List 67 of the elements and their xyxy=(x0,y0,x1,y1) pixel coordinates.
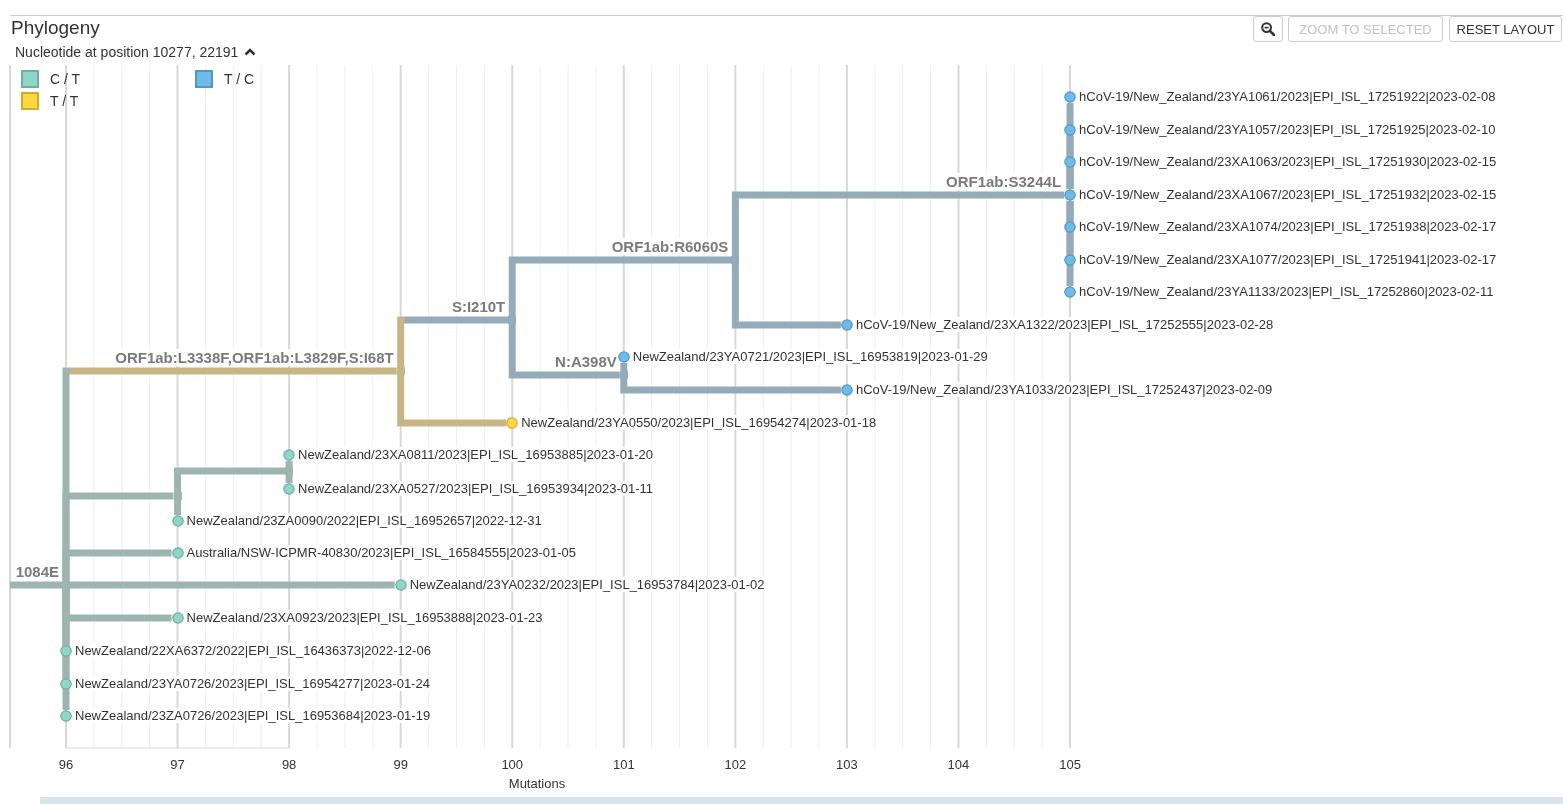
tip-dot-icon xyxy=(171,612,184,624)
tip-label: Australia/NSW-ICPMR-40830/2023|EPI_ISL_16584555|2023-01-05 xyxy=(185,545,578,560)
zoom-to-selected-button: ZOOM TO SELECTED xyxy=(1288,16,1443,42)
tip-label: hCoV-19/New_Zealand/23XA1322/2023|EPI_ISL_17252555|2023-02-28 xyxy=(854,317,1275,332)
tip-label: NewZealand/23ZA0090/2022|EPI_ISL_16952657|2022-12-31 xyxy=(185,513,543,528)
tip-dot-icon xyxy=(283,483,296,495)
tip-label: NewZealand/23YA0232/2023|EPI_ISL_16953784|2023-01-02 xyxy=(408,577,766,592)
axis-tick-label: 101 xyxy=(612,757,635,773)
tree-branch xyxy=(397,316,509,367)
tip-dot-icon xyxy=(394,579,407,591)
tree-branch xyxy=(1066,201,1074,286)
legend-label: T / T xyxy=(50,93,79,109)
axis-tick-label: 99 xyxy=(393,757,408,773)
tip-dot-icon xyxy=(506,417,519,429)
legend-title: Nucleotide at position 10277, 22191 xyxy=(15,44,239,61)
mutation-label: S:I210T xyxy=(451,298,506,315)
mutation-label: N:A398V xyxy=(555,353,617,370)
axis-tick-label: 97 xyxy=(170,757,185,773)
tip-label: NewZealand/23YA0550/2023|EPI_ISL_16954274|2023-01-18 xyxy=(520,415,878,430)
tip-label: NewZealand/23XA0527/2023|EPI_ISL_16953934|2023-01-11 xyxy=(297,481,654,496)
mutation-label: ORF1ab:R6060S xyxy=(611,238,729,255)
tip-dot-icon xyxy=(617,351,630,363)
axis-tick-label: 103 xyxy=(836,757,858,773)
reset-layout-button: RESET LAYOUT xyxy=(1449,16,1562,42)
axis-tick-label: 105 xyxy=(1059,757,1081,773)
tip-dot-icon xyxy=(60,710,72,722)
panel-title: Phylogeny xyxy=(11,17,100,39)
axis-tick-label: 104 xyxy=(947,757,970,773)
tip-label: NewZealand/23YA0721/2023|EPI_ISL_16953819|2023-01-29 xyxy=(631,349,989,364)
tree-branch xyxy=(1066,168,1074,189)
tip-dot-icon xyxy=(1064,189,1077,201)
legend-label: C / T xyxy=(50,71,81,87)
tip-label: NewZealand/22XA6372/2022|EPI_ISL_16436373|2022-12-06 xyxy=(74,643,432,658)
mutation-label: ORF1ab:L3338F,ORF1ab:L3829F,S:I68T xyxy=(115,349,394,366)
axis-tick-label: 96 xyxy=(58,757,74,773)
tip-label: hCoV-19/New_Zealand/23XA1074/2023|EPI_ISL_17251938|2023-02-17 xyxy=(1078,219,1498,234)
tip-label: hCoV-19/New_Zealand/23YA1033/2023|EPI_ISL_17252437|2023-02-09 xyxy=(854,382,1274,397)
tip-label: hCoV-19/New_Zealand/23YA1133/2023|EPI_ISL_17252860|2023-02-11 xyxy=(1078,284,1495,299)
legend-label: T / C xyxy=(224,71,255,87)
tip-label: hCoV-19/New_Zealand/23YA1057/2023|EPI_ISL_17251925|2023-02-10 xyxy=(1078,122,1497,137)
tip-label: NewZealand/23ZA0726/2023|EPI_ISL_16953684|2023-01-19 xyxy=(74,708,432,723)
tip-dot-icon xyxy=(1064,91,1077,103)
tip-dot-icon xyxy=(840,319,853,331)
tip-dot-icon xyxy=(60,645,72,657)
tip-dot-icon xyxy=(1064,254,1077,266)
axis-tick-label: 102 xyxy=(724,757,747,773)
axis-title: Mutations xyxy=(508,776,566,792)
tip-label: NewZealand/23XA0811/2023|EPI_ISL_16953885|2023-01-20 xyxy=(297,447,654,462)
tip-label: hCoV-19/New_Zealand/23YA1061/2023|EPI_ISL_17251922|2023-02-08 xyxy=(1078,89,1497,104)
tip-label: NewZealand/23XA0923/2023|EPI_ISL_16953888|2023-01-23 xyxy=(185,610,544,625)
tip-dot-icon xyxy=(1064,286,1077,298)
tree-branch xyxy=(285,461,293,467)
axis-tick-label: 98 xyxy=(281,757,297,773)
tip-label: hCoV-19/New_Zealand/23XA1063/2023|EPI_ISL_17251930|2023-02-15 xyxy=(1078,154,1498,169)
mutation-label: ORF1ab:S3244L xyxy=(946,173,1062,190)
axis-tick-label: 100 xyxy=(501,757,524,773)
tip-label: NewZealand/23YA0726/2023|EPI_ISL_16954277|2023-01-24 xyxy=(74,676,431,691)
tip-dot-icon xyxy=(60,678,72,690)
tip-label: hCoV-19/New_Zealand/23XA1077/2023|EPI_ISL_17251941|2023-02-17 xyxy=(1078,252,1498,267)
tip-dot-icon xyxy=(1064,221,1077,233)
tip-dot-icon xyxy=(1064,156,1077,168)
tip-label: hCoV-19/New_Zealand/23XA1067/2023|EPI_ISL_17251932|2023-02-15 xyxy=(1078,187,1498,202)
tip-dot-icon xyxy=(171,547,184,559)
tip-dot-icon xyxy=(1064,124,1077,136)
tip-dot-icon xyxy=(171,515,184,527)
tip-dot-icon xyxy=(840,384,853,396)
tip-dot-icon xyxy=(283,449,296,461)
